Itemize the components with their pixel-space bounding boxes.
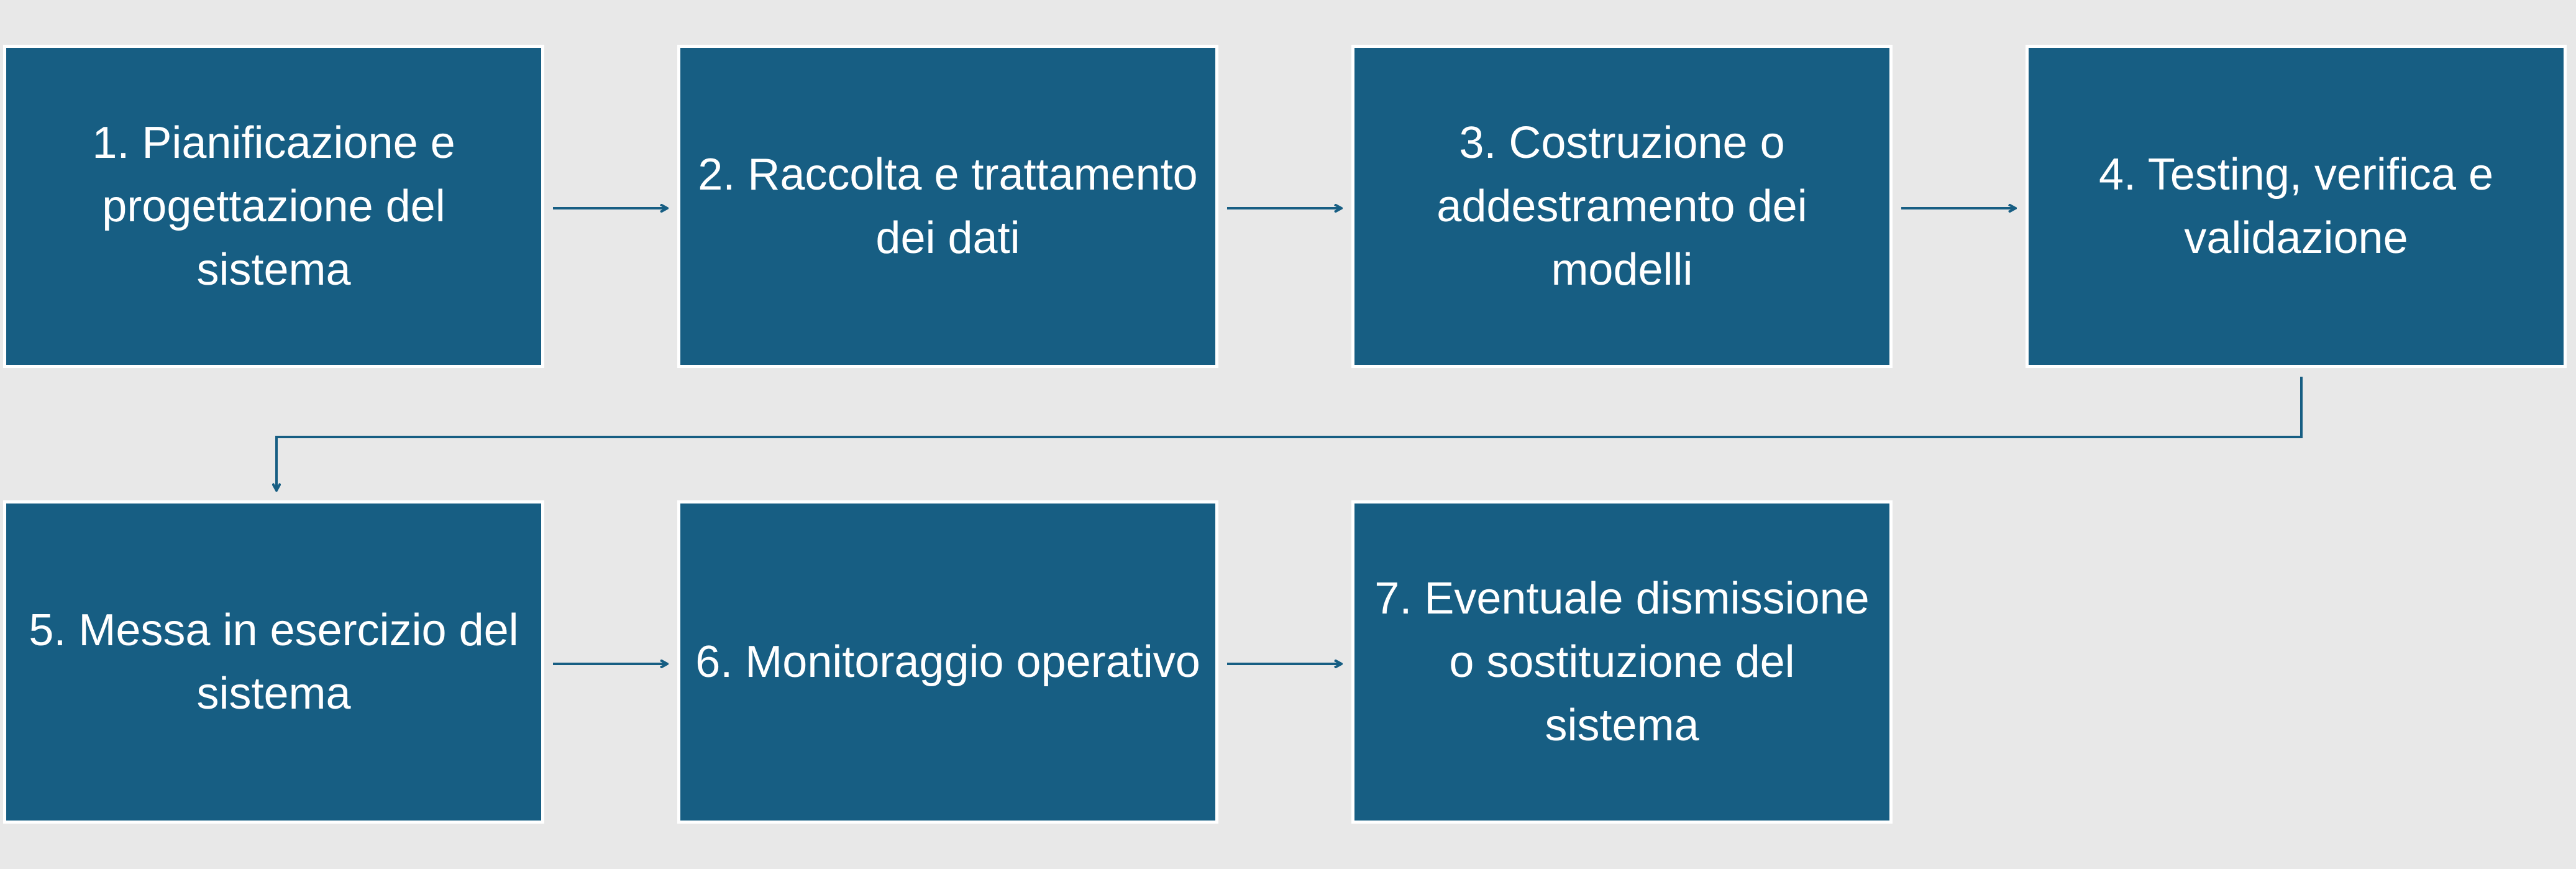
step-3-box: 3. Costruzione o addestramento dei model…	[1351, 45, 1893, 368]
step-1-box: 1. Pianificazione e progettazione del si…	[3, 45, 544, 368]
step-5-label: 5. Messa in esercizio del sistema	[29, 605, 519, 719]
step-7-label: 7. Eventuale dismissione o sostituzione …	[1374, 574, 1870, 750]
step-6-box: 6. Monitoraggio operativo	[677, 500, 1218, 824]
step-1-label: 1. Pianificazione e progettazione del si…	[92, 118, 455, 295]
step-6-label: 6. Monitoraggio operativo	[695, 637, 1200, 687]
arrow-4-to-5	[276, 377, 2303, 490]
step-4-label: 4. Testing, verifica e validazione	[2099, 150, 2493, 263]
step-5-box: 5. Messa in esercizio del sistema	[3, 500, 544, 824]
step-4-box: 4. Testing, verifica e validazione	[2026, 45, 2567, 368]
step-2-label: 2. Raccolta e trattamento dei dati	[698, 150, 1198, 263]
step-7-box: 7. Eventuale dismissione o sostituzione …	[1351, 500, 1893, 824]
step-3-label: 3. Costruzione o addestramento dei model…	[1436, 118, 1807, 295]
step-2-box: 2. Raccolta e trattamento dei dati	[677, 45, 1218, 368]
